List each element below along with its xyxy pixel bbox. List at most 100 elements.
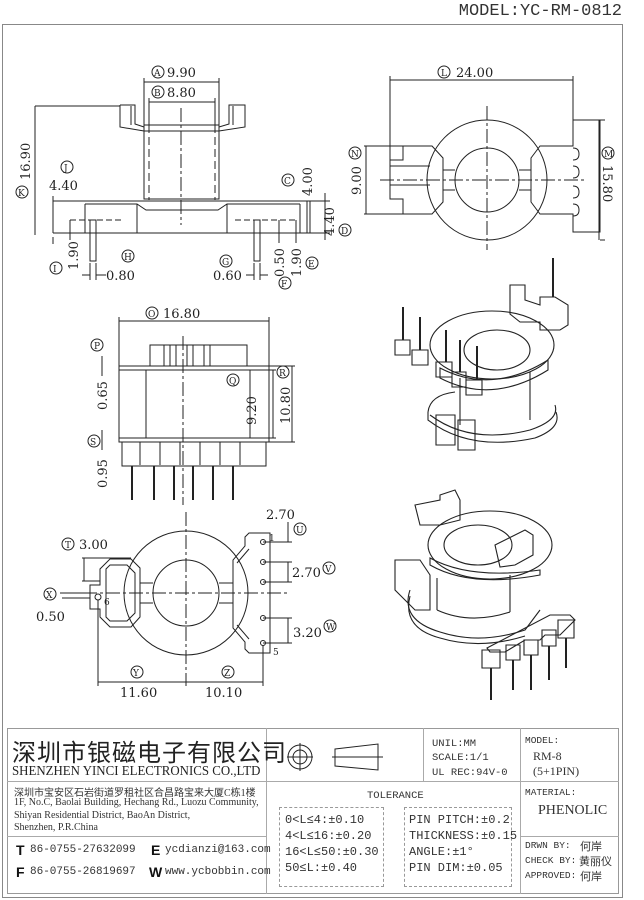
dim-value-M: 15.80 <box>599 165 614 202</box>
callout-A: A <box>153 69 161 79</box>
ul-rating: UL REC:94V-0 <box>432 767 508 779</box>
address-line-2: 1F, No.C, Baolai Building, Hechang Rd., … <box>14 797 259 808</box>
dim-value-G: 0.60 <box>213 269 242 284</box>
callout-circle <box>338 223 352 237</box>
approved-name: 何岸 <box>580 870 602 883</box>
iso2-flange-edge <box>429 557 541 581</box>
callout-circle <box>15 185 29 199</box>
front-top-tab <box>149 344 248 366</box>
dim-value-B: 8.80 <box>167 86 196 101</box>
callout-circle <box>151 65 165 79</box>
callout-O: O <box>148 310 155 320</box>
website-url[interactable]: www.ycbobbin.com <box>165 866 271 878</box>
dim-value-P: 0.65 <box>96 381 111 410</box>
callout-W: W <box>326 623 336 633</box>
front-view <box>101 317 295 505</box>
top-right-pin-block <box>530 119 601 233</box>
bottom-right-inner <box>236 548 250 640</box>
iso2-top-tab-left <box>414 489 461 526</box>
callout-circle <box>219 254 233 268</box>
top-bridge <box>519 169 531 191</box>
drawing-model-title: MODEL:YC-RM-0812 <box>458 2 622 21</box>
top-left-slot <box>390 165 430 186</box>
dim-value-Y: 11.60 <box>120 686 157 701</box>
front-pins <box>131 466 234 500</box>
callout-D: D <box>341 227 348 237</box>
iso1-core-body <box>459 372 531 425</box>
dim-value-X: 0.50 <box>36 610 65 625</box>
side-pin-right <box>253 219 261 262</box>
callout-L: L <box>441 69 447 79</box>
callout-circle <box>61 537 75 551</box>
dim-value-Q: 9.20 <box>245 396 260 425</box>
isometric-view-bottom <box>394 489 576 700</box>
callout-M: M <box>604 150 613 160</box>
email-icon: E <box>151 842 161 858</box>
tolerance-row: ANGLE:±1° <box>409 845 474 859</box>
callout-V: V <box>324 565 332 575</box>
callout-circle <box>145 306 159 320</box>
web-icon: W <box>149 864 163 880</box>
bottom-left-inner <box>105 564 136 622</box>
model-value: RM-8 <box>533 749 562 763</box>
callout-circle <box>221 665 235 679</box>
callout-circle <box>293 522 307 536</box>
callout-S: S <box>90 438 96 448</box>
callout-circle <box>87 434 101 448</box>
title-block-divider <box>520 836 619 837</box>
callout-Y: Y <box>132 669 140 679</box>
callout-T: T <box>65 541 71 551</box>
fax-number: 86-0755-26819697 <box>30 866 136 878</box>
title-block-divider <box>520 781 619 782</box>
dim-value-W: 3.20 <box>293 626 322 641</box>
iso2-side-block <box>394 559 431 611</box>
email-address[interactable]: ycdianzi@163.com <box>165 844 271 856</box>
title-block-divider <box>266 728 267 894</box>
tolerance-box-left <box>279 807 384 887</box>
callout-E: E <box>308 260 315 270</box>
front-top-flange <box>118 365 270 371</box>
callout-circle <box>121 249 135 263</box>
callout-circle <box>437 65 451 79</box>
side-top-flange <box>119 104 246 132</box>
iso1-flange-edge <box>439 359 549 391</box>
drawn-by-label: DRWN BY: <box>525 840 571 851</box>
callout-circle <box>49 261 63 275</box>
check-by-name: 黄丽仪 <box>579 855 612 868</box>
dim-value-K: 16.90 <box>19 143 34 180</box>
approved-label: APPROVED: <box>525 870 577 881</box>
dim-value-C: 4.00 <box>301 167 316 196</box>
callout-G: G <box>222 258 229 268</box>
callout-N: N <box>351 150 359 160</box>
dim-value-J: 4.40 <box>49 179 78 194</box>
fax-icon: F <box>16 864 25 880</box>
address-line-1: 深圳市宝安区石岩街道罗租社区合昌路宝来大厦C栋1楼 <box>14 788 256 799</box>
iso1-top-tab <box>509 284 569 331</box>
tolerance-row: 0<L≤4:±0.10 <box>285 813 365 827</box>
dim-value-Z: 10.10 <box>205 686 242 701</box>
callout-circle <box>276 365 290 379</box>
callout-circle <box>305 256 319 270</box>
iso2-core-body <box>436 575 511 612</box>
bottom-bridge <box>140 582 153 604</box>
phone-icon: T <box>16 842 25 858</box>
callout-C: C <box>284 177 291 187</box>
dim-value-R: 10.80 <box>279 387 294 424</box>
dim-value-I: 1.90 <box>67 241 82 270</box>
callout-U: U <box>296 526 304 536</box>
iso1-bottom-tabs <box>435 414 476 451</box>
projection-symbol-icon <box>287 743 383 771</box>
callout-circle <box>226 373 240 387</box>
callout-Q: Q <box>229 377 236 387</box>
iso1-bottom-edge <box>427 411 558 443</box>
title-block <box>7 728 619 894</box>
iso2-bottom-edge <box>408 595 526 645</box>
callout-circle <box>43 587 57 601</box>
model-label: MODEL: <box>525 735 560 746</box>
isometric-view-top <box>394 258 569 451</box>
dim-value-U: 2.70 <box>266 508 295 523</box>
side-base-body <box>84 203 301 233</box>
callout-circle <box>90 338 104 352</box>
callout-circle <box>278 276 292 290</box>
